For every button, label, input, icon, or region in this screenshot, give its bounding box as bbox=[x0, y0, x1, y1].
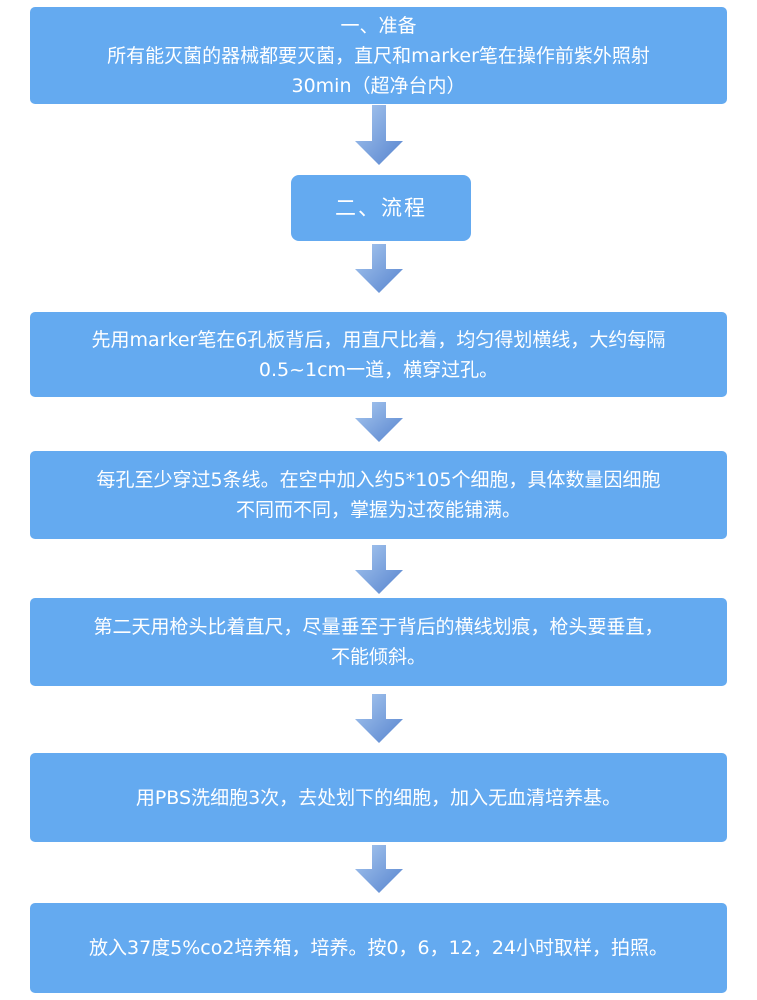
step-box-wash-pbs: 用PBS洗细胞3次，去处划下的细胞，加入无血清培养基。 bbox=[30, 753, 727, 842]
step-title: 一、准备 bbox=[340, 14, 417, 37]
step-body: 所有能灭菌的器械都要灭菌，直尺和marker笔在操作前紫外照射 30min（超净… bbox=[107, 44, 650, 97]
down-arrow-icon bbox=[355, 545, 403, 594]
down-arrow-icon bbox=[355, 402, 403, 442]
step-box-process-heading: 二、流程 bbox=[291, 175, 471, 241]
step-box-draw-lines: 先用marker笔在6孔板背后，用直尺比着，均匀得划横线，大约每隔 0.5~1c… bbox=[30, 312, 727, 397]
step-title: 二、流程 bbox=[335, 196, 427, 220]
down-arrow-icon bbox=[355, 694, 403, 743]
down-arrow-icon bbox=[355, 105, 403, 165]
step-body: 用PBS洗细胞3次，去处划下的细胞，加入无血清培养基。 bbox=[135, 786, 622, 809]
step-box-scratch: 第二天用枪头比着直尺，尽量垂至于背后的横线划痕，枪头要垂直， 不能倾斜。 bbox=[30, 598, 727, 686]
down-arrow-icon bbox=[355, 845, 403, 893]
step-body: 第二天用枪头比着直尺，尽量垂至于背后的横线划痕，枪头要垂直， 不能倾斜。 bbox=[93, 616, 664, 668]
step-body: 放入37度5%co2培养箱，培养。按0，6，12，24小时取样，拍照。 bbox=[88, 937, 668, 959]
step-box-seed-cells: 每孔至少穿过5条线。在空中加入约5*105个细胞，具体数量因细胞 不同而不同，掌… bbox=[30, 451, 727, 539]
down-arrow-icon bbox=[355, 244, 403, 293]
step-body: 每孔至少穿过5条线。在空中加入约5*105个细胞，具体数量因细胞 不同而不同，掌… bbox=[96, 469, 661, 521]
step-box-preparation: 一、准备 所有能灭菌的器械都要灭菌，直尺和marker笔在操作前紫外照射 30m… bbox=[30, 7, 727, 104]
step-box-incubate: 放入37度5%co2培养箱，培养。按0，6，12，24小时取样，拍照。 bbox=[30, 903, 727, 993]
step-body: 先用marker笔在6孔板背后，用直尺比着，均匀得划横线，大约每隔 0.5~1c… bbox=[91, 328, 666, 381]
